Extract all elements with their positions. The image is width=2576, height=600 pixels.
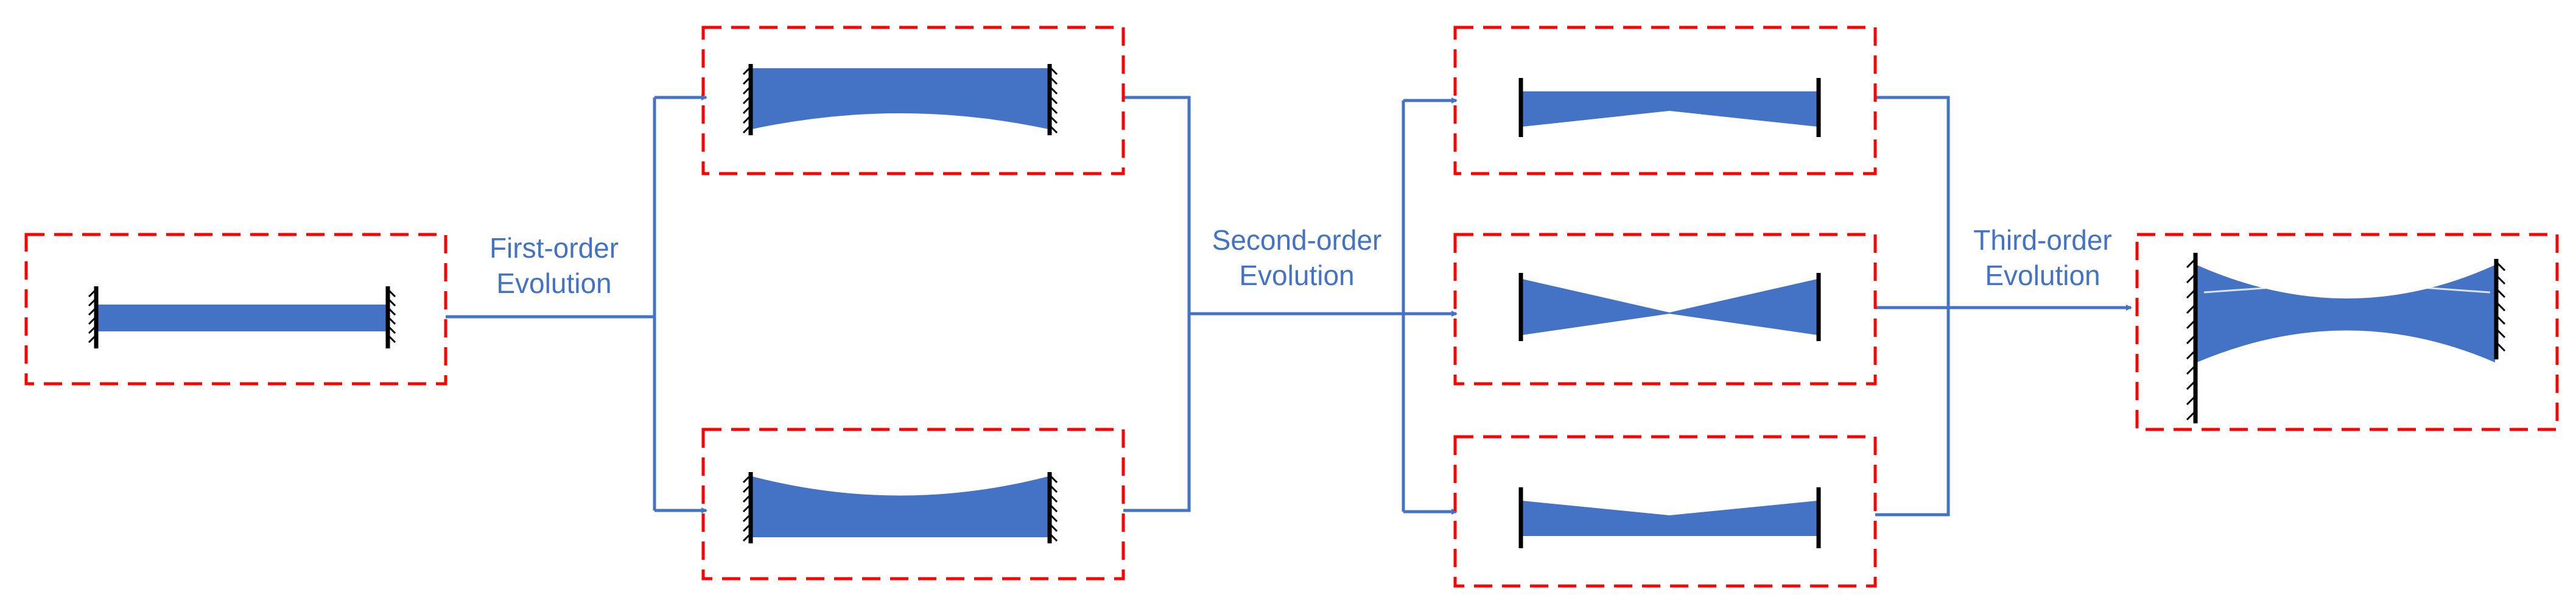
label-first-order: First-order Evolution <box>475 230 633 301</box>
beam-second-2 <box>1522 279 1817 335</box>
box-base <box>24 233 447 386</box>
beams <box>97 68 2495 537</box>
supports <box>88 64 2506 548</box>
beam-first-bottom <box>752 476 1048 537</box>
connector-second-1-out <box>1875 96 1950 308</box>
connector-second-3-out <box>1875 308 1950 517</box>
label-third-order: Third-order Evolution <box>1957 222 2128 293</box>
label-second-order-line1: Second-order <box>1212 224 1382 256</box>
connectors <box>446 94 2132 517</box>
box-first-bottom <box>701 428 1125 581</box>
label-first-order-line1: First-order <box>489 232 619 264</box>
beam-third <box>2197 265 2495 362</box>
box-second-2 <box>1453 233 1877 386</box>
beam-second-3 <box>1522 501 1817 536</box>
support-third-left-hatch <box>2186 258 2197 421</box>
label-first-order-line2: Evolution <box>496 267 612 299</box>
connector-first-top-out <box>1123 96 1191 314</box>
box-first-top <box>701 26 1125 175</box>
label-second-order: Second-order Evolution <box>1196 222 1397 293</box>
beam-second-1 <box>1522 91 1817 127</box>
support-first-bottom-left-hatch <box>742 474 752 542</box>
third-beam-streak <box>2203 285 2491 294</box>
support-first-bottom-right-hatch <box>1048 474 1058 542</box>
dashed-boxes <box>24 26 2559 588</box>
support-first-top-right-hatch <box>1048 66 1058 134</box>
support-third-right-hatch <box>2495 261 2506 352</box>
beam-base <box>97 305 387 331</box>
label-second-order-line2: Evolution <box>1239 259 1355 291</box>
box-third <box>2135 233 2559 431</box>
label-third-order-line1: Third-order <box>1973 224 2112 256</box>
support-base-right-hatch <box>387 288 396 344</box>
beam-first-top <box>752 68 1048 129</box>
support-first-top-left-hatch <box>742 66 752 134</box>
label-third-order-line2: Evolution <box>1985 259 2100 291</box>
connector-first-bottom-out <box>1123 314 1191 512</box>
box-second-3 <box>1453 435 1877 588</box>
box-second-1 <box>1453 26 1877 175</box>
support-base-left-hatch <box>88 288 97 344</box>
